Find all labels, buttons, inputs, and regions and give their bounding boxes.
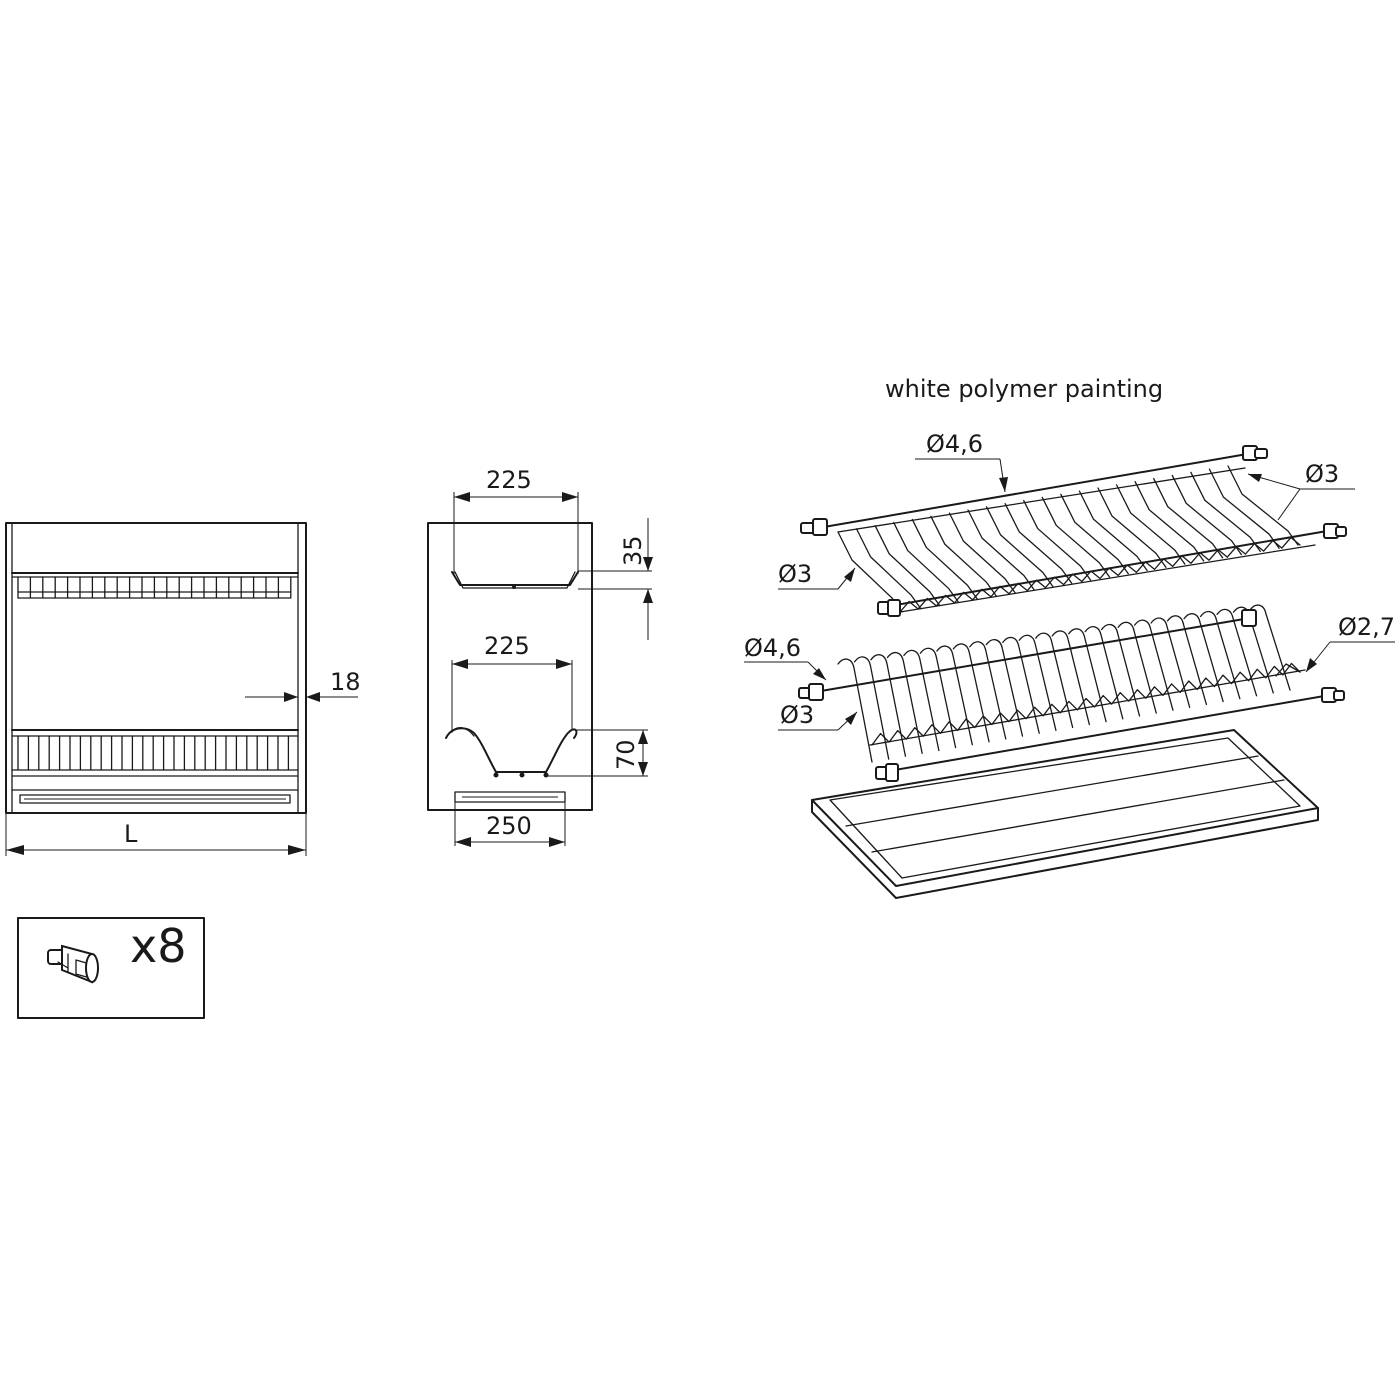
wire: [1068, 628, 1107, 723]
lower-rack-width-dimension: 225: [451, 632, 573, 730]
top-rack-width-dimension: 225: [453, 466, 579, 574]
wire: [1060, 493, 1129, 575]
mounting-holder-icon: [47, 944, 99, 984]
wire: [967, 509, 1035, 591]
side-top-rack-profile: [451, 571, 579, 589]
lower-rack-depth-label: 70: [612, 739, 640, 770]
wire: [1133, 619, 1174, 711]
wire: [855, 528, 922, 610]
wire: [903, 649, 940, 752]
wire: [952, 643, 990, 743]
callout-top-front-wire: Ø3: [778, 560, 856, 590]
exploded-lower-rack: [798, 604, 1345, 782]
quantity-label: x8: [130, 919, 187, 973]
wire: [1216, 608, 1258, 697]
wire: [1035, 632, 1074, 729]
wire: [911, 518, 979, 600]
side-lower-rack-profile: [445, 726, 578, 778]
wire: [1183, 613, 1224, 703]
top-front-wire-diameter: Ø3: [778, 560, 812, 588]
width-label: L: [124, 820, 138, 848]
front-top-rack: [11, 572, 299, 599]
callout-lower-frame: Ø4,6: [744, 634, 827, 681]
top-rear-wire-diameter: Ø3: [1305, 460, 1339, 488]
cabinet-outline: [5, 522, 307, 814]
top-rack-width-label: 225: [486, 466, 532, 494]
front-view: 18 L: [5, 522, 361, 856]
wire: [1084, 626, 1124, 720]
side-cabinet-outline: [427, 522, 593, 811]
wire: [1041, 496, 1111, 578]
top-rack-end-caps: [800, 445, 1347, 617]
callout-top-rear-wire: Ø3: [1247, 460, 1355, 521]
zigzag-wire: [899, 536, 1301, 613]
wire: [1117, 621, 1157, 714]
wire: [969, 641, 1007, 740]
wire: [1097, 487, 1167, 568]
wire: [1078, 490, 1148, 572]
wire: [886, 651, 923, 755]
thickness-label: 18: [330, 668, 361, 696]
exploded-view: white polymer painting: [744, 375, 1395, 899]
wire: [1115, 484, 1186, 565]
wire: [1023, 499, 1092, 581]
accessory-box: x8: [17, 917, 205, 1019]
tray-width-dimension: 250: [454, 802, 566, 847]
lower-front-wire-diameter: Ø3: [780, 701, 814, 729]
lower-rack-depth-dimension: 70: [548, 729, 648, 777]
wire: [1275, 663, 1301, 677]
wire: [893, 521, 960, 604]
wire: [1199, 610, 1241, 700]
wire: [1150, 617, 1191, 708]
top-frame-diameter: Ø4,6: [926, 430, 983, 458]
wire: [1249, 604, 1291, 691]
front-lower-rack: [11, 729, 299, 777]
side-drip-tray: [454, 791, 566, 803]
wire: [1002, 636, 1040, 734]
top-rack-depth-label: 35: [619, 535, 647, 566]
wire: [1153, 477, 1224, 559]
zigzag-wire: [871, 662, 1301, 746]
wire: [1208, 468, 1280, 549]
callout-top-frame: Ø4,6: [915, 430, 1008, 493]
side-view: 225 35 225: [427, 466, 653, 847]
wire: [1101, 623, 1141, 717]
lower-frame-diameter: Ø4,6: [744, 634, 801, 662]
wire: [1227, 465, 1299, 546]
callout-lower-rear-wire: Ø2,7: [1305, 613, 1395, 673]
wire: [853, 656, 890, 760]
wire: [1018, 634, 1057, 731]
front-drip-tray: [11, 789, 299, 804]
finish-title: white polymer painting: [885, 375, 1163, 403]
wire: [936, 645, 973, 746]
wire: [837, 658, 873, 763]
thickness-dimension: 18: [245, 668, 361, 702]
callout-lower-front-wire: Ø3: [778, 701, 858, 731]
wire: [985, 639, 1024, 737]
wire: [870, 654, 907, 757]
wire: [919, 647, 957, 749]
wire: [948, 512, 1016, 594]
lower-rack-end-caps: [798, 609, 1345, 782]
wire: [1134, 481, 1205, 562]
wire: [1004, 503, 1073, 584]
wire: [930, 515, 997, 597]
top-rack-depth-dimension: 35: [578, 518, 653, 640]
width-dimension: L: [5, 813, 307, 856]
wire: [1190, 471, 1261, 553]
wire: [1051, 630, 1091, 726]
tray-width-label: 250: [486, 812, 532, 840]
exploded-top-rack: [800, 445, 1347, 617]
lower-rear-wire-diameter: Ø2,7: [1338, 613, 1395, 641]
wire: [985, 506, 1054, 588]
wire: [1171, 474, 1243, 556]
lower-rack-width-label: 225: [484, 632, 530, 660]
exploded-drip-tray: [811, 729, 1319, 899]
wire: [1166, 615, 1208, 706]
